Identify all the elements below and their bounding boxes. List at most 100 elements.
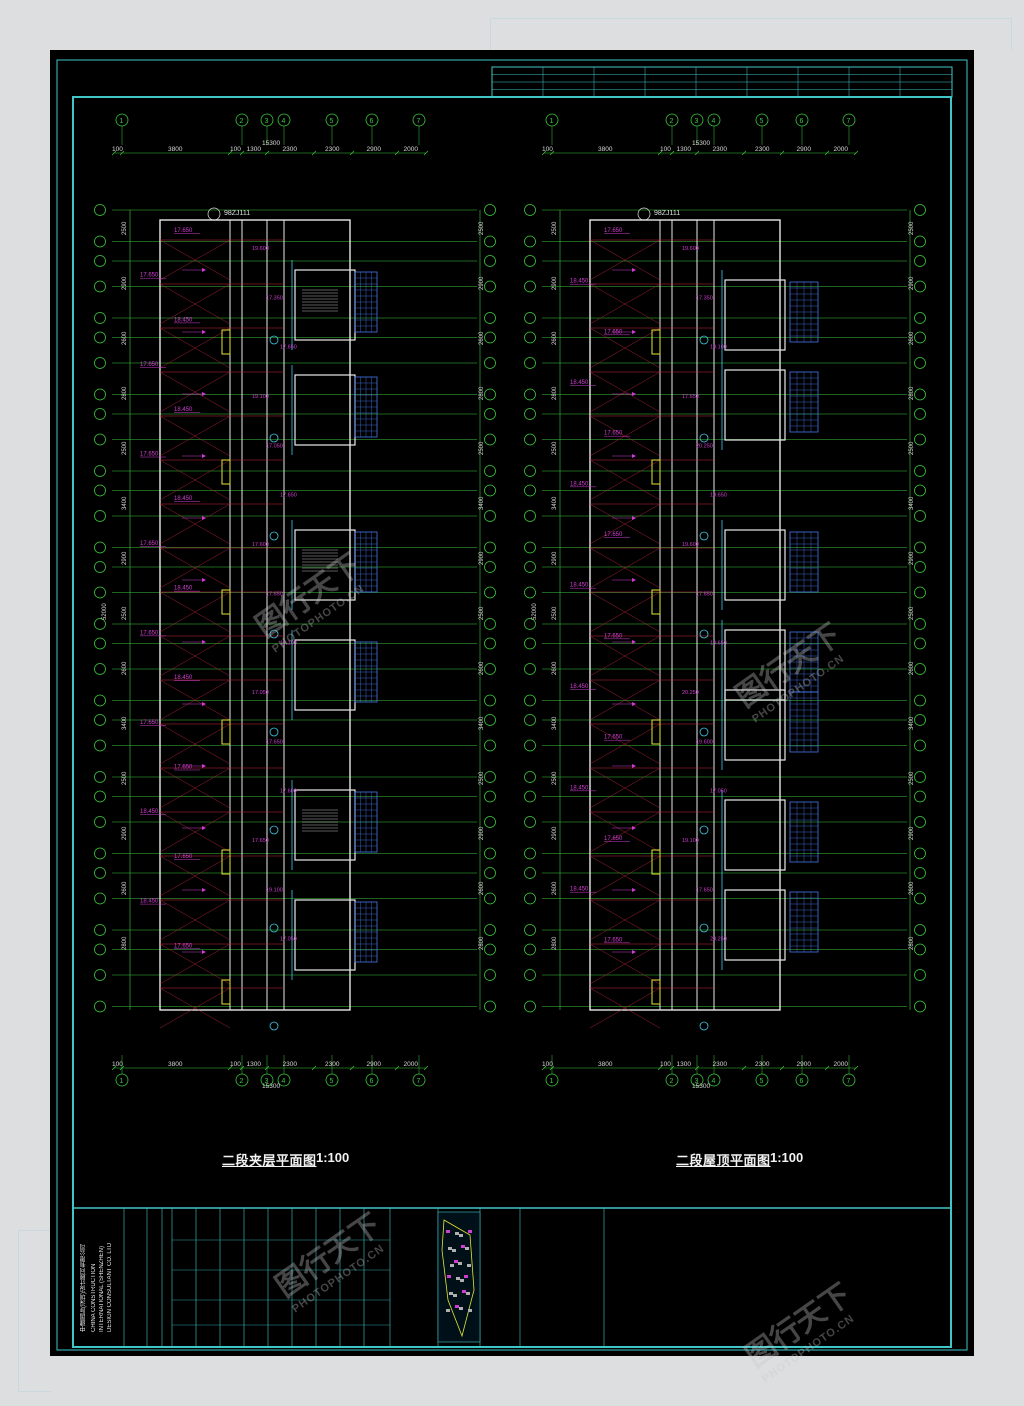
overall-dim-bottom: 15300 [262, 1083, 280, 1090]
dim-tick [349, 150, 355, 156]
vertical-dim-text: 2900 [552, 276, 558, 290]
row-bubble-right [914, 408, 926, 420]
roof-drain [699, 335, 709, 345]
vertical-dim-text: 2500 [552, 606, 558, 620]
level-label: 17.650 [604, 633, 623, 639]
vertical-dim-text: 2600 [479, 661, 485, 675]
vertical-dim-text: 2500 [122, 771, 128, 785]
blue-grid [789, 691, 819, 753]
row-bubble-right [914, 618, 926, 630]
dim-text-top: 2300 [283, 146, 298, 153]
vertical-dim-text: 2600 [552, 661, 558, 675]
row-bubble-right [484, 408, 496, 420]
key-plan-building [447, 1275, 451, 1278]
blue-grid [789, 531, 819, 593]
slope-arrowhead [202, 950, 206, 954]
mid-level-label: 19.600 [682, 246, 699, 252]
row-bubble-right [484, 943, 496, 956]
parapet-mark [651, 719, 661, 745]
level-label: 17.650 [604, 532, 623, 538]
slope-line [159, 635, 231, 677]
parapet-mark [651, 459, 661, 485]
drawing-title-left: 二段夹层平面图 [222, 1153, 317, 1168]
row-bubble-left [524, 312, 536, 324]
outer-frame [56, 59, 968, 1351]
dim-tick [741, 150, 747, 156]
vertical-dim-text: 2800 [479, 386, 485, 400]
slope-line [589, 591, 661, 633]
company-name-cn: 中建国际(深圳)设计顾问有限公司 [81, 1244, 87, 1332]
mid-level-label: 19.100 [710, 345, 727, 351]
dim-tick [394, 1065, 400, 1071]
key-plan-building [468, 1309, 472, 1312]
vertical-dim-text: 2800 [552, 936, 558, 950]
mid-level-label: 19.100 [266, 887, 283, 893]
slope-line [589, 679, 661, 721]
blue-grid [354, 531, 378, 593]
row-bubble-left [524, 357, 536, 369]
vertical-total: 52000 [532, 603, 538, 620]
row-bubble-left [94, 204, 106, 216]
blue-grid [354, 376, 378, 438]
row-bubble-left [524, 388, 536, 401]
row-bubble-right [484, 204, 496, 216]
slope-line [589, 899, 661, 941]
level-label: 18.450 [174, 407, 193, 413]
row-bubble-right [914, 1000, 926, 1013]
slope-line [589, 987, 661, 1029]
room-block [724, 689, 786, 761]
row-bubble-left [94, 312, 106, 324]
slope-arrowhead [202, 268, 206, 272]
level-label: 18.450 [174, 496, 193, 502]
row-bubble-right [484, 541, 496, 554]
dim-text-top: 100 [660, 146, 671, 153]
axis-label-bottom: 7 [417, 1078, 421, 1085]
level-label: 17.650 [140, 452, 159, 458]
vertical-dim-text: 2800 [909, 936, 915, 950]
level-label: 17.650 [174, 943, 193, 949]
level-label: 17.650 [604, 228, 623, 234]
row-bubble-left [524, 561, 536, 573]
dim-text-top: 1300 [677, 146, 692, 153]
mid-level-label: 19.600 [696, 739, 713, 745]
dim-tick [779, 150, 785, 156]
slope-arrowhead [632, 516, 636, 520]
dim-tick [239, 1065, 245, 1071]
slope-line [159, 415, 231, 457]
slope-line [589, 943, 661, 985]
reference-bubble [207, 207, 221, 221]
dim-tick [541, 150, 547, 156]
roof-drain [269, 727, 279, 737]
dim-tick [779, 1065, 785, 1071]
vertical-dim-text: 2600 [122, 661, 128, 675]
roof-drain [699, 825, 709, 835]
key-plan-building [465, 1247, 469, 1250]
row-bubble-right [914, 312, 926, 324]
row-bubble-right [484, 739, 496, 752]
row-bubble-right [484, 484, 496, 497]
room-block [294, 374, 356, 446]
row-bubble-left [524, 714, 536, 726]
dim-text-top: 3800 [168, 146, 183, 153]
dim-text-bottom: 1300 [247, 1061, 262, 1068]
row-bubble-left [94, 388, 106, 401]
dim-tick [549, 1065, 555, 1071]
slope-line [589, 767, 661, 809]
room-block [724, 369, 786, 441]
row-bubble-left [524, 892, 536, 905]
room-block [724, 629, 786, 701]
dim-text-top: 2900 [797, 146, 812, 153]
axis-label-bottom: 2 [670, 1078, 674, 1085]
vertical-dim-text: 2500 [479, 606, 485, 620]
vertical-dim-text: 2900 [552, 551, 558, 565]
axis-label-bottom: 6 [370, 1078, 374, 1085]
level-label: 18.450 [570, 887, 589, 893]
slope-line [159, 327, 231, 369]
mid-level-label: 17.650 [252, 838, 269, 844]
dim-tick [541, 1065, 547, 1071]
level-label: 17.650 [604, 937, 623, 943]
mid-level-label: 19.600 [682, 542, 699, 548]
slope-line [159, 239, 231, 281]
axis-label-top: 3 [695, 118, 699, 125]
